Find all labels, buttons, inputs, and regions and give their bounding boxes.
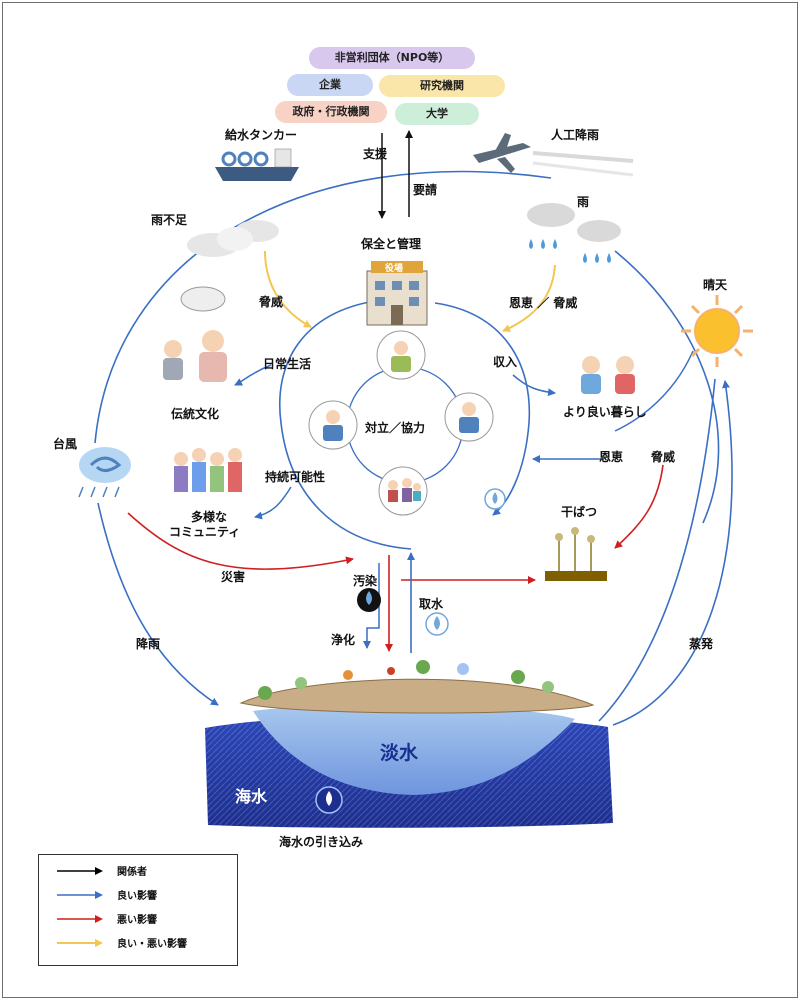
fisher-right-face xyxy=(462,402,476,416)
freshwater-label: 淡水 xyxy=(380,742,419,764)
legend-line-stakeholder xyxy=(57,867,103,875)
benefit-threat-label: 恩恵 ／ 脅威 xyxy=(509,296,578,310)
better-life-label: より良い暮らし xyxy=(563,405,647,419)
legend-label-good: 良い影響 xyxy=(117,891,157,902)
legend: 関係者 良い影響 悪い影響 良い・悪い影響 xyxy=(38,854,238,966)
daily-life-arrow xyxy=(234,364,272,386)
seawater-intrusion-label: 海水の引き込み xyxy=(279,835,364,849)
office-sign: 役場 xyxy=(385,264,404,274)
legend-line-good xyxy=(57,891,103,899)
island-trees xyxy=(258,660,554,700)
sun-to-lake-arc xyxy=(598,378,716,722)
pollution-label: 汚染 xyxy=(353,574,378,588)
threat2-label: 脅威 xyxy=(651,450,676,464)
outer-cycle-arc-left xyxy=(94,170,552,444)
water-tanker-label: 給水タンカー xyxy=(225,128,298,142)
ring-drop-icon xyxy=(484,488,506,510)
traditional-culture-label: 伝統文化 xyxy=(171,407,220,421)
freshwater-lens xyxy=(253,705,575,795)
sustainability-arrow xyxy=(254,486,292,520)
government-pill: 政府・行政機関 xyxy=(275,101,387,123)
drought-arrow xyxy=(614,464,664,549)
benefit-threat-arrow-yellow xyxy=(502,264,556,332)
people-group-figures xyxy=(388,478,421,502)
diverse-community-icon xyxy=(174,448,242,492)
legend-label-stakeholder: 関係者 xyxy=(117,867,147,878)
fisher-left-face xyxy=(326,410,340,424)
farmer-body xyxy=(391,356,411,372)
rain-shortage-label: 雨不足 xyxy=(151,213,188,227)
income-arrow xyxy=(512,374,556,397)
legend-label-mixed: 良い・悪い影響 xyxy=(117,939,187,950)
rain-shortage-cloud-icon xyxy=(187,220,279,257)
typhoon-label: 台風 xyxy=(53,437,78,451)
sunny-label: 晴天 xyxy=(703,278,728,292)
threat-arrow-yellow xyxy=(264,250,312,328)
precipitation-label: 降雨 xyxy=(136,637,161,651)
intake-drop-icon xyxy=(425,612,449,636)
purification-label: 浄化 xyxy=(331,633,356,647)
elderly-people-icon xyxy=(163,286,227,382)
research-pill: 研究機関 xyxy=(379,75,505,97)
typhoon-icon xyxy=(78,447,131,498)
fisher-right-body xyxy=(459,417,479,433)
daily-life-label: 日常生活 xyxy=(263,357,312,371)
evaporation-arrow xyxy=(612,380,733,726)
inner-ring-right xyxy=(434,302,531,516)
island-ground xyxy=(239,678,595,714)
airplane-icon xyxy=(473,133,634,177)
disaster-label: 災害 xyxy=(221,570,246,584)
legend-line-bad xyxy=(57,915,103,923)
drought-label: 干ばつ xyxy=(561,505,598,519)
company-pill: 企業 xyxy=(287,74,373,96)
precipitation-arrow xyxy=(97,502,219,706)
evaporation-label: 蒸発 xyxy=(689,637,714,651)
legend-line-mixed xyxy=(57,939,103,947)
rain-cloud-icon xyxy=(527,203,621,263)
intake-label: 取水 xyxy=(419,597,444,611)
legend-label-bad: 悪い影響 xyxy=(117,915,157,926)
fisher-left-body xyxy=(323,425,343,441)
sustainability-label: 持続可能性 xyxy=(265,470,326,484)
outer-cycle-arc-right xyxy=(614,250,720,524)
income-label: 収入 xyxy=(493,355,518,369)
farmer-face xyxy=(394,341,408,355)
seawater-drop-icon xyxy=(315,786,343,814)
inner-ring-left xyxy=(279,300,412,550)
pollution-drop-icon xyxy=(357,588,381,612)
office-building-icon xyxy=(366,261,428,326)
request-label: 要請 xyxy=(413,183,438,197)
seawater-label: 海水 xyxy=(235,787,268,806)
better-life-people-icon xyxy=(581,356,635,394)
diverse-label: 多様な xyxy=(191,510,228,524)
better-life-to-sun xyxy=(614,350,694,432)
benefit2-label: 恩恵 xyxy=(599,450,624,464)
rain-label: 雨 xyxy=(577,195,590,209)
water-cycle-diagram xyxy=(78,130,753,828)
npo-pill: 非営利団体（NPO等） xyxy=(309,47,475,69)
community-label: コミュニティ xyxy=(169,525,241,539)
water-tanker-icon xyxy=(215,148,299,181)
drought-icon xyxy=(545,527,607,581)
sun-icon xyxy=(681,295,753,367)
conservation-label: 保全と管理 xyxy=(361,237,422,251)
university-pill: 大学 xyxy=(395,103,479,125)
conflict-label: 対立／協力 xyxy=(365,421,426,435)
threat-label: 脅威 xyxy=(259,295,284,309)
support-label: 支援 xyxy=(363,147,388,161)
disaster-arrow xyxy=(127,512,354,570)
artificial-rain-label: 人工降雨 xyxy=(551,128,600,142)
